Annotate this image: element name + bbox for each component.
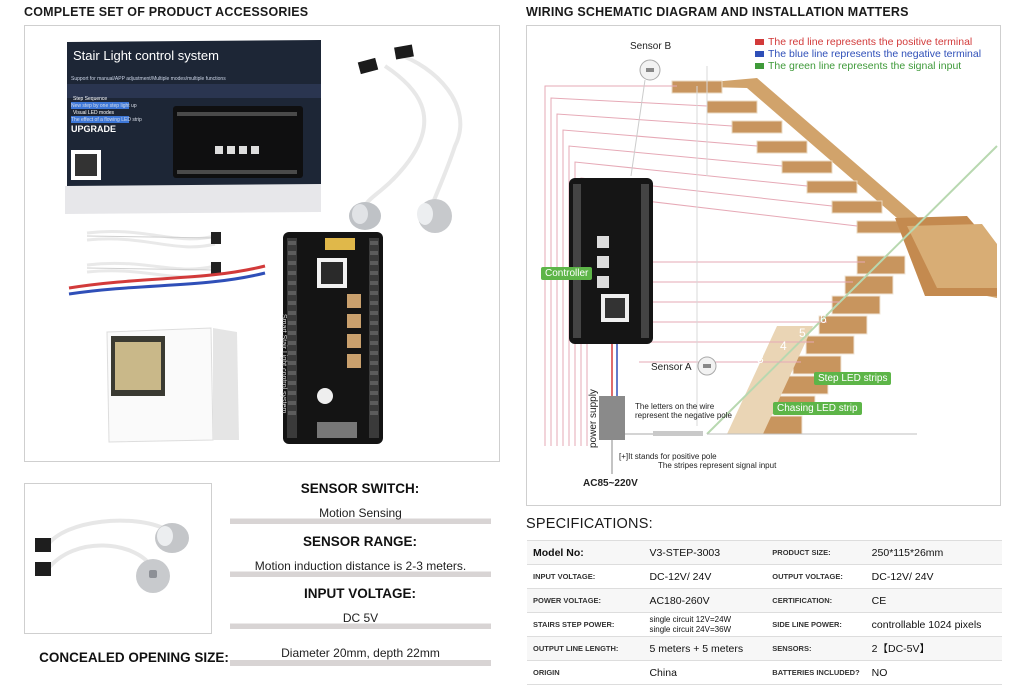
spec-value: China	[643, 660, 767, 685]
controller-device	[283, 232, 383, 444]
spec-key: INPUT VOLTAGE:	[527, 564, 644, 589]
ac-label: AC85~220V	[583, 478, 638, 489]
legend-blue-text: The blue line represents the negative te…	[768, 48, 982, 60]
controller-label: Smart Stair Light control system	[280, 314, 287, 414]
accessories-photo: Stair Light control system Support for m…	[24, 25, 500, 462]
spec-key: BATTERIES INCLUDED?	[766, 660, 866, 685]
specifications-table: Model No: V3-STEP-3003 PRODUCT SIZE: 250…	[527, 540, 1002, 685]
spec-key: OUTPUT VOLTAGE:	[766, 564, 866, 589]
accessories-illustration	[65, 40, 463, 444]
spec-value-line: single circuit 12V=24W	[649, 614, 732, 624]
table-row: ORIGIN China BATTERIES INCLUDED? NO	[527, 660, 1002, 685]
spec-key: PRODUCT SIZE:	[766, 540, 866, 565]
sensor-a-label: Sensor A	[651, 362, 692, 373]
sensor-illustration	[35, 518, 189, 593]
spec-value: DC-12V/ 24V	[643, 564, 767, 589]
spec-value: NO	[865, 660, 1002, 685]
step-number: 3	[757, 352, 764, 366]
wiring-diagram: The red line represents the positive ter…	[526, 25, 1001, 506]
spec-key: CERTIFICATION:	[766, 588, 866, 613]
wire-letters-note: The letters on the wire represent the ne…	[635, 402, 732, 420]
step-number: 4	[780, 339, 787, 353]
box-badge-1: Step Sequence	[73, 96, 108, 102]
accessories-title: COMPLETE SET OF PRODUCT ACCESSORIES	[24, 5, 309, 19]
box-line-2: The effect of a flowing LED strip	[71, 117, 142, 123]
step-number: 2	[738, 364, 745, 378]
sensor-b-label: Sensor B	[630, 41, 672, 52]
spec-value: V3-STEP-3003	[643, 540, 767, 565]
spec-key: OUTPUT LINE LENGTH:	[527, 636, 644, 661]
table-row: INPUT VOLTAGE: DC-12V/ 24V OUTPUT VOLTAG…	[527, 564, 1002, 589]
box-badge-2: Visual LED modes	[73, 110, 115, 116]
spec-key: ORIGIN	[527, 660, 644, 685]
sensor-range-value: Motion induction distance is 2-3 meters.	[230, 559, 491, 577]
legend-red-text: The red line represents the positive ter…	[768, 36, 973, 48]
spec-value: single circuit 12V=24W single circuit 24…	[643, 612, 767, 637]
sensor-switch-value: Motion Sensing	[230, 506, 491, 524]
legend-green-text: The green line represents the signal inp…	[768, 60, 962, 72]
box-line-1: New step by one step light up	[71, 103, 137, 109]
wiring-illustration	[544, 59, 998, 474]
spec-key: SIDE LINE POWER:	[766, 612, 866, 637]
wiring-title: WIRING SCHEMATIC DIAGRAM AND INSTALLATIO…	[526, 5, 909, 19]
box-upgrade: UPGRADE	[71, 124, 117, 134]
box-title: Stair Light control system	[73, 48, 219, 63]
opening-size-value: Diameter 20mm, depth 22mm	[230, 646, 491, 666]
input-voltage-heading: INPUT VOLTAGE:	[304, 586, 416, 601]
spec-key: SENSORS:	[766, 636, 866, 661]
controller-tag: Controller	[541, 267, 593, 280]
step-number: 1	[720, 375, 727, 389]
box-subtitle: Support for manual/APP adjustment/Multip…	[71, 76, 226, 82]
legend-red-swatch	[755, 39, 764, 45]
sensor-range-heading: SENSOR RANGE:	[302, 534, 417, 549]
step-number: 5	[799, 326, 806, 340]
spec-value-line: single circuit 24V=36W	[649, 624, 732, 634]
step-number: 6	[820, 312, 827, 326]
spec-value: 250*115*26mm	[865, 540, 1002, 565]
stripes-note: The stripes represent signal input	[658, 461, 777, 470]
table-row: POWER VOLTAGE: AC180-260V CERTIFICATION:…	[527, 588, 1002, 613]
staircase	[667, 78, 998, 435]
spec-key: POWER VOLTAGE:	[527, 588, 644, 613]
spec-value: 2【DC-5V】	[865, 636, 1002, 661]
spec-value: DC-12V/ 24V	[865, 564, 1002, 589]
specifications-title: SPECIFICATIONS:	[526, 516, 653, 532]
spec-value: CE	[865, 588, 1002, 613]
spec-key: Model No:	[527, 540, 644, 565]
opening-size-heading: CONCEALED OPENING SIZE:	[39, 650, 229, 665]
spec-value: controllable 1024 pixels	[865, 612, 1002, 637]
legend-green-swatch	[755, 63, 764, 69]
table-row: STAIRS STEP POWER: single circuit 12V=24…	[527, 612, 1002, 637]
positive-note: [+]It stands for positive pole	[619, 452, 717, 461]
controller-box	[569, 178, 653, 344]
legend-green: The green line represents the signal inp…	[755, 60, 961, 72]
power-supply-label: power supply	[588, 389, 599, 448]
spec-value: 5 meters + 5 meters	[643, 636, 767, 661]
sensor-photo	[24, 483, 212, 634]
chasing-led-tag: Chasing LED strip	[773, 402, 862, 415]
step-led-tag: Step LED strips	[814, 372, 892, 385]
legend-red: The red line represents the positive ter…	[755, 36, 972, 48]
table-row: OUTPUT LINE LENGTH: 5 meters + 5 meters …	[527, 636, 1002, 661]
input-voltage-value: DC 5V	[230, 611, 491, 629]
spec-value: AC180-260V	[643, 588, 767, 613]
spec-key: STAIRS STEP POWER:	[527, 612, 644, 637]
legend-blue: The blue line represents the negative te…	[755, 48, 981, 60]
table-row: Model No: V3-STEP-3003 PRODUCT SIZE: 250…	[527, 540, 1002, 565]
sensor-switch-heading: SENSOR SWITCH:	[300, 481, 420, 496]
legend-blue-swatch	[755, 51, 764, 57]
